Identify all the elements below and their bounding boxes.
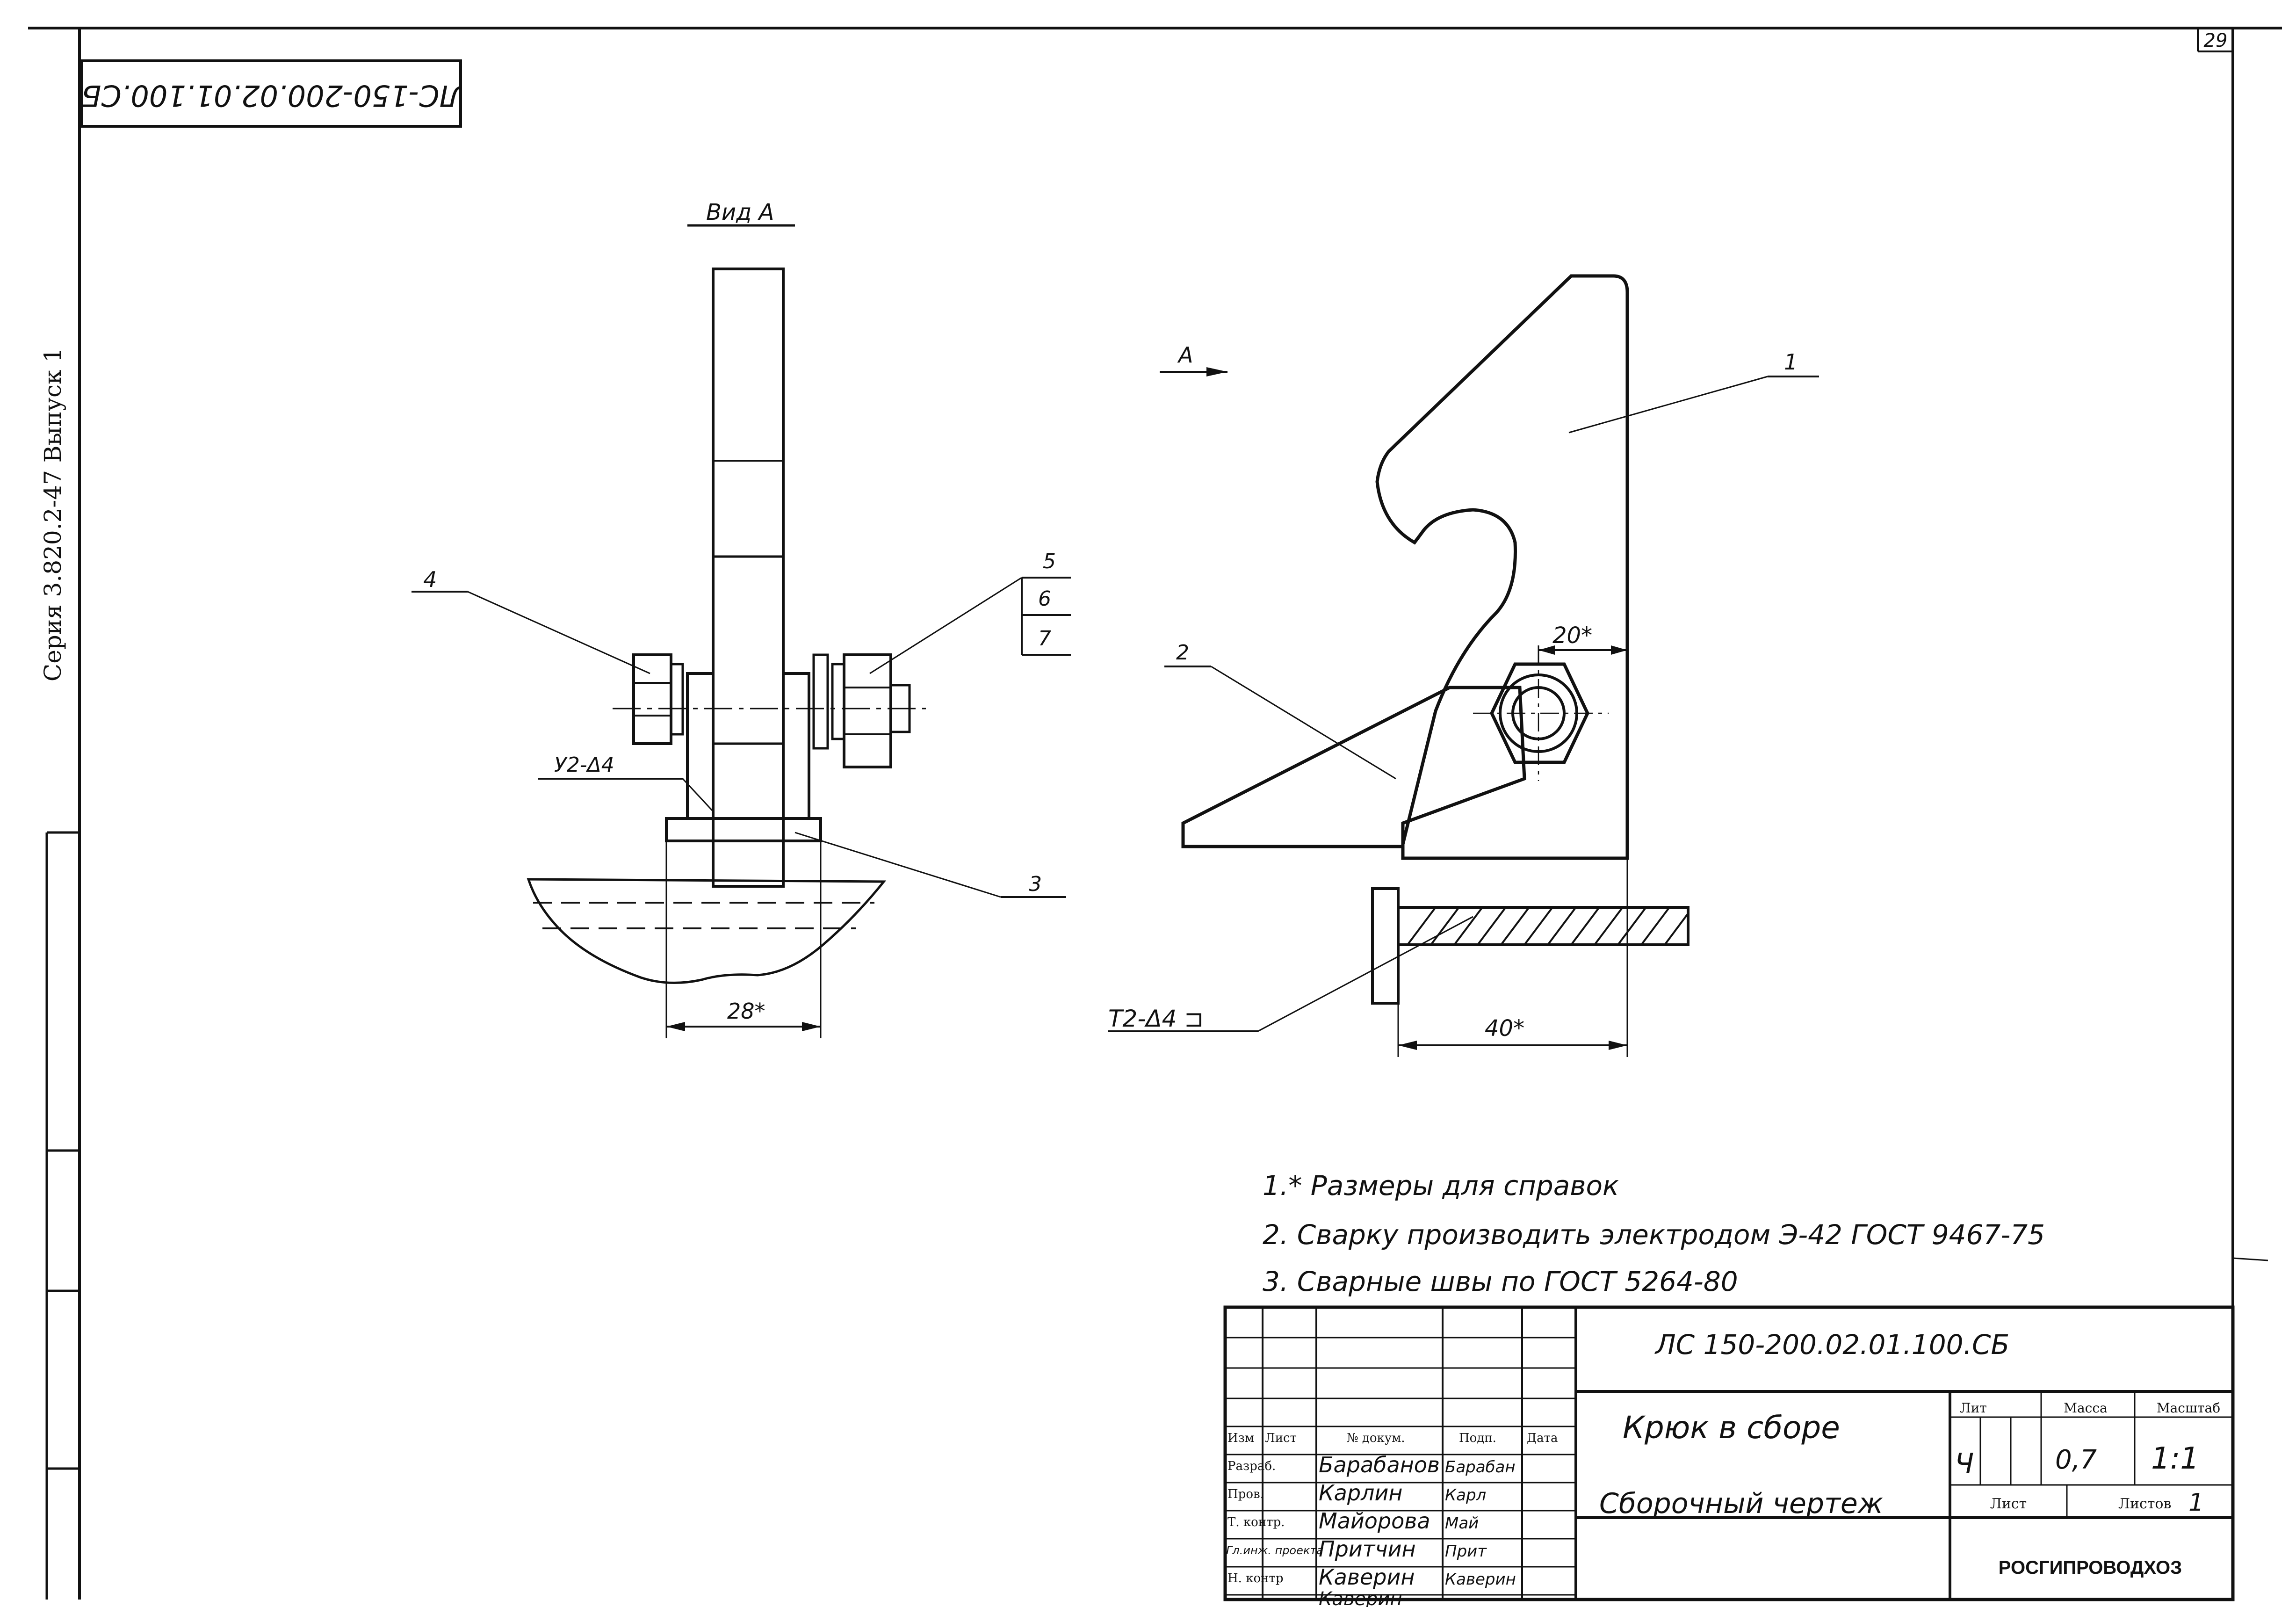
doc-code: ЛС 150-200.02.01.100.СБ	[1654, 1329, 2009, 1361]
callout-2: 2	[1176, 641, 1189, 665]
side-series-label: Серия 3.820.2-47 Выпуск 1	[39, 347, 66, 681]
callout-6: 6	[1038, 587, 1051, 611]
hook-body	[1375, 274, 1629, 860]
hdr-ndoc: № докум.	[1347, 1431, 1405, 1445]
row-sign: Барабан	[1445, 1458, 1516, 1477]
dim-40: 40*	[1485, 1015, 1524, 1042]
sheet-label: Лист	[1990, 1496, 2027, 1512]
right-cheek	[782, 672, 810, 820]
sheets-value: 1	[2188, 1489, 2204, 1517]
row-role: Т. контр.	[1227, 1515, 1285, 1529]
callout-4: 4	[423, 567, 437, 592]
weld-right-label: Т2-Δ4 ⊐	[1108, 1005, 1204, 1032]
row-name: Каверин	[1319, 1564, 1415, 1590]
hatching	[1407, 906, 1689, 946]
right-nut	[843, 653, 892, 768]
note-1: 1.* Размеры для справок	[1263, 1170, 1619, 1202]
row-name: Карлин	[1319, 1480, 1402, 1506]
row-name: Майорова	[1319, 1508, 1430, 1534]
notes: 1.* Размеры для справок 2. Сварку произв…	[1263, 1170, 2045, 1297]
callout-1: 1	[1784, 349, 1798, 375]
lit-value: Ч	[1955, 1448, 1974, 1480]
rail-section	[527, 878, 887, 984]
drawing-type: Сборочный чертеж	[1599, 1487, 1883, 1520]
title-block: ЛС 150-200.02.01.100.СБ Крюк в сборе Сбо…	[1223, 1305, 2235, 1607]
lit-label: Лит	[1960, 1400, 1987, 1416]
row-name: Притчин	[1319, 1536, 1416, 1562]
hdr-data: Дата	[1527, 1431, 1558, 1445]
view-a-label: Вид А	[706, 199, 774, 225]
row-role: Гл.инж. проекта	[1226, 1544, 1323, 1557]
callout-3: 3	[1029, 872, 1042, 896]
sheets-label: Листов	[2118, 1496, 2171, 1512]
rail-web	[1371, 887, 1400, 1005]
row-role: Пров.	[1227, 1487, 1264, 1501]
row-name: Барабанов	[1319, 1452, 1440, 1477]
hdr-izm: Изм	[1227, 1431, 1254, 1445]
row-sign: Каверин	[1445, 1570, 1516, 1589]
left-view: Вид А 28*	[412, 199, 1071, 1038]
row-sign: Карл	[1445, 1486, 1486, 1505]
callout-5: 5	[1043, 550, 1056, 573]
note-3: 3. Сварные швы по ГОСТ 5264-80	[1263, 1266, 1738, 1297]
row-role: Н. контр	[1227, 1571, 1283, 1585]
rail-flange	[1397, 906, 1690, 946]
sheet-frame	[28, 27, 2282, 1600]
org-name: РОСГИПРОВОДХОЗ	[1999, 1557, 2182, 1578]
dim-28: 28*	[727, 999, 765, 1024]
row-sign: Прит	[1445, 1542, 1487, 1561]
hdr-list: Лист	[1265, 1431, 1297, 1445]
right-view: А 20*	[1108, 274, 1819, 1057]
row-sign: Май	[1445, 1514, 1479, 1533]
arrow-a-label: А	[1177, 342, 1193, 368]
callout-7: 7	[1038, 627, 1051, 651]
wedge-part	[1181, 686, 1526, 848]
page-number: 29	[2204, 30, 2228, 51]
stamp-box: ЛС-150-200.02.01.100.СБ	[80, 59, 462, 128]
product-name: Крюк в сборе	[1623, 1410, 1840, 1446]
hdr-podp: Подп.	[1459, 1431, 1496, 1445]
mass-label: Масса	[2064, 1400, 2107, 1416]
base-plate	[665, 817, 822, 842]
scale-value: 1:1	[2151, 1441, 2199, 1476]
dim-20: 20*	[1552, 623, 1592, 649]
scale-label: Масштаб	[2157, 1400, 2220, 1416]
mass-value: 0,7	[2055, 1445, 2097, 1475]
row-role: Разраб.	[1227, 1459, 1276, 1473]
hex-nut	[1490, 662, 1589, 764]
note-2: 2. Сварку производить электродом Э-42 ГО…	[1263, 1219, 2045, 1251]
vertical-plate	[712, 268, 785, 888]
weld-left-label: У2-Δ4	[554, 753, 614, 777]
stamp-code: ЛС-150-200.02.01.100.СБ	[81, 79, 462, 113]
row-name: Каверин	[1319, 1588, 1402, 1607]
